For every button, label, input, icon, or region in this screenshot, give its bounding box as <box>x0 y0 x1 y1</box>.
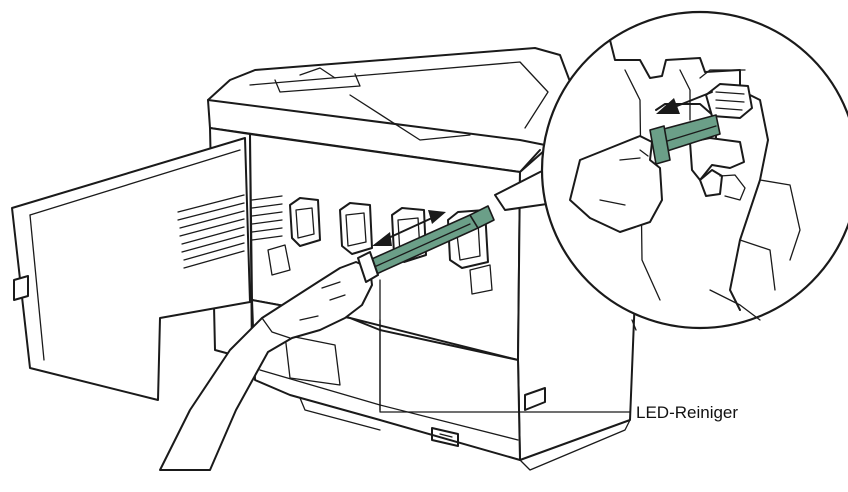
callout: LED-Reiniger <box>379 279 738 422</box>
callout-label: LED-Reiniger <box>636 403 738 422</box>
double-headed-arrow-icon <box>372 210 446 246</box>
callout-leader-line <box>379 279 631 413</box>
pull-arrow-icon <box>656 91 713 114</box>
led-cleaner <box>357 205 495 283</box>
vent-grille <box>251 195 283 241</box>
right-hand-magnified <box>569 135 663 233</box>
led-cleaner-magnified <box>649 114 721 165</box>
open-side-door <box>11 137 251 401</box>
